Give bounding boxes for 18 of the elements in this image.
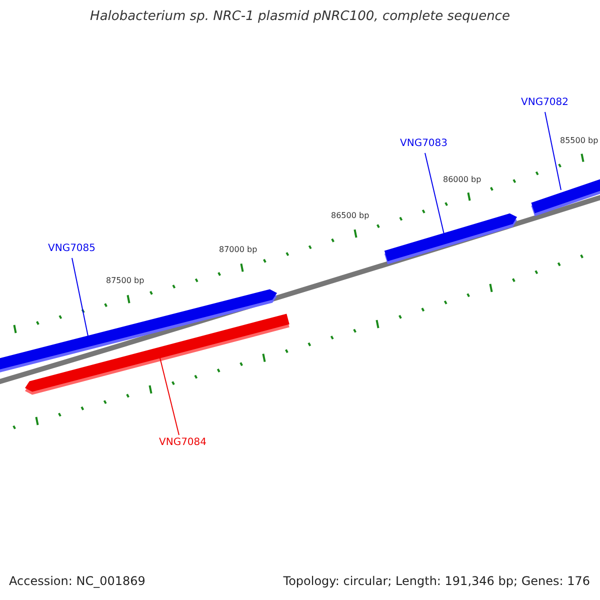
gene-label: VNG7084 [159,438,207,448]
scale-label: 87000 bp [219,246,258,254]
gene-arrow [531,178,600,216]
gene-arrow [384,213,517,264]
scale-label: 86000 bp [443,176,482,184]
summary-note: Topology: circular; Length: 191,346 bp; Genes: 176 [283,575,590,587]
scale-label: 85500 bp [560,137,598,145]
scale-label: 86500 bp [331,212,370,220]
leader-line [424,152,444,234]
leader-line [72,258,88,336]
map-title: Halobacterium sp. NRC-1 plasmid pNRC100, complete sequence [89,10,511,23]
gene-label: VNG7082 [521,98,569,108]
leader-line [544,112,562,190]
gene-label: VNG7083 [400,139,448,149]
accession-note: Accession: NC_001869 [9,575,146,587]
gene-label: VNG7085 [48,244,96,254]
leader-line [160,358,180,436]
gene-arrow [25,314,290,395]
